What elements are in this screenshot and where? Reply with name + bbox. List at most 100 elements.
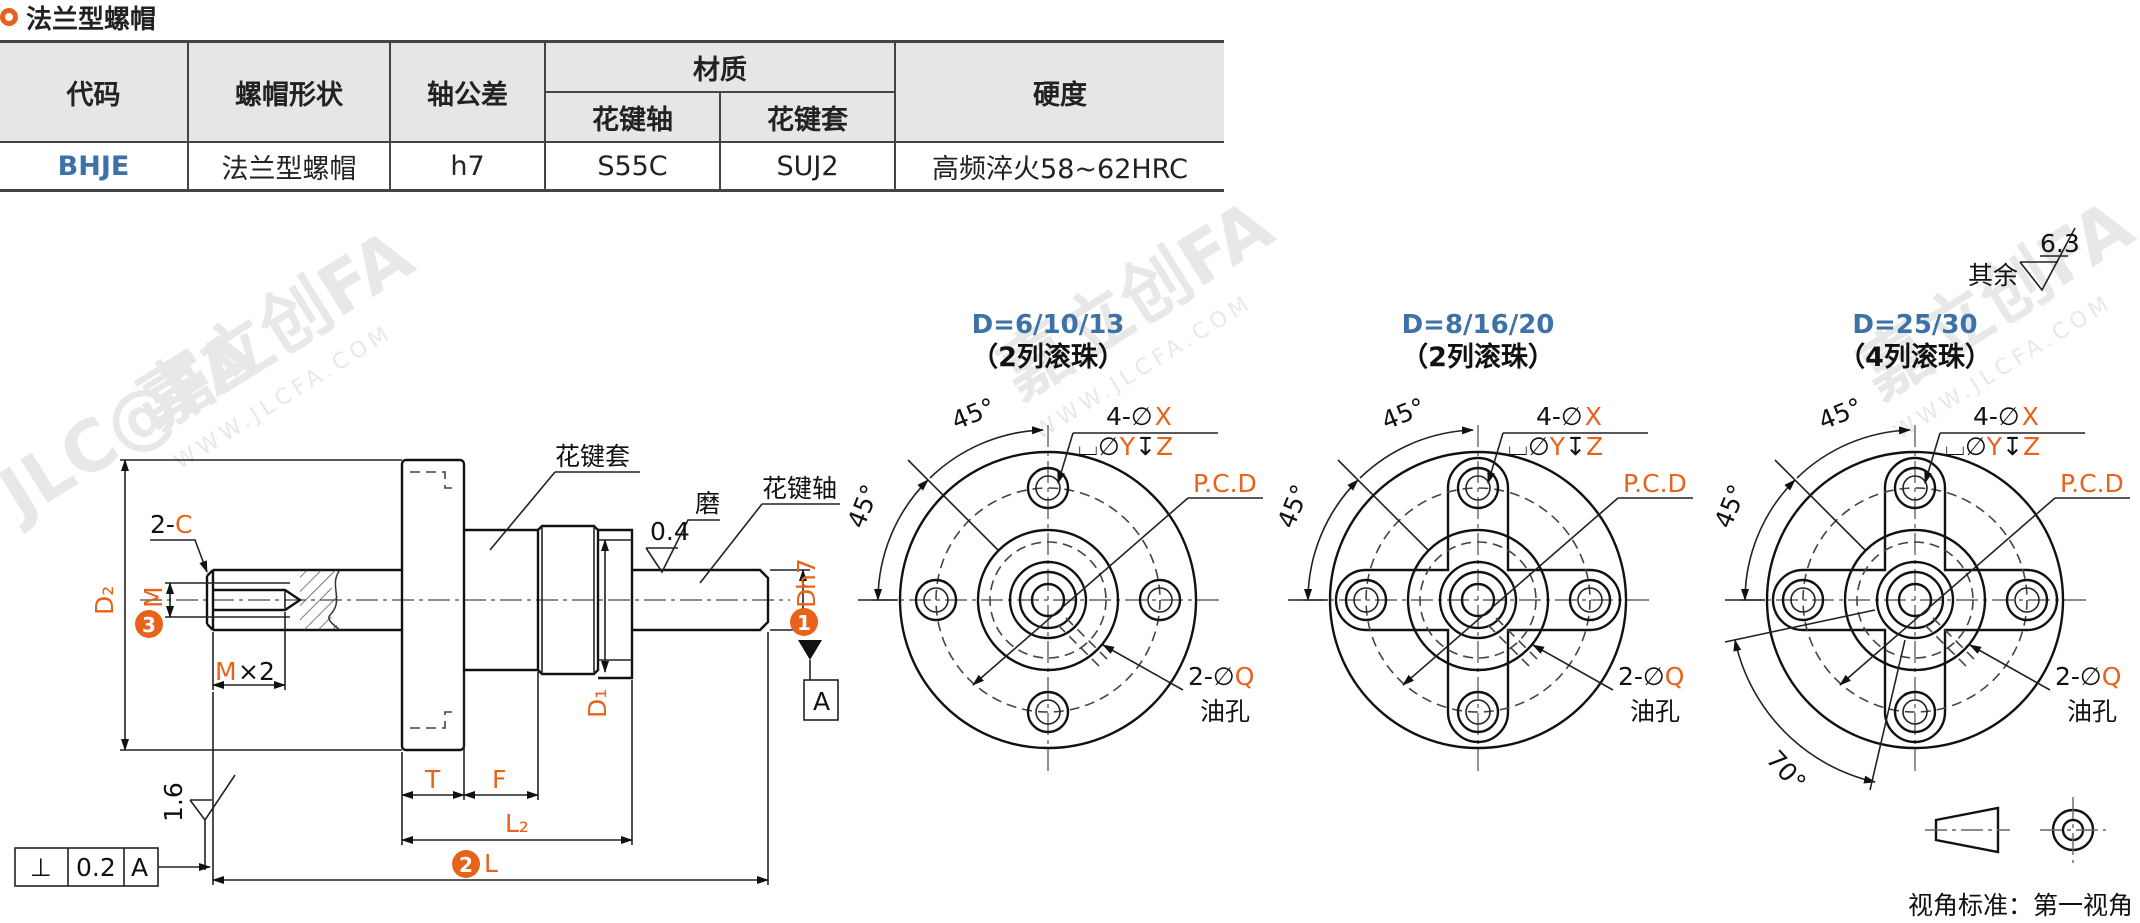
dim-f: F — [492, 765, 506, 794]
pcd-label: P.C.D — [2060, 469, 2124, 498]
cell-tolerance: h7 — [389, 141, 545, 192]
hub-circle — [976, 528, 1120, 672]
angle-70: 70° — [1761, 745, 1812, 797]
mounting-hole-icon — [1026, 690, 1070, 734]
counterbore-label: ⌴∅Y↧Z — [1078, 432, 1173, 461]
label-sleeve: 花键套 — [555, 442, 630, 471]
circle-bullet-icon — [0, 8, 18, 26]
shaft-core — [1897, 582, 1933, 618]
dim-d2: D₂ — [90, 586, 119, 615]
tolerance-value: 0.2 — [76, 853, 116, 882]
callout-2-text: 2 — [459, 853, 473, 877]
oil-hole-label: 2-∅Q — [1618, 662, 1684, 691]
cross-lobe-outline — [1771, 456, 2059, 744]
view-subtitle-1: （2列滚珠） — [971, 341, 1125, 373]
view-title-2: D=8/16/20 — [1402, 310, 1555, 340]
dim-d: D — [792, 589, 821, 608]
header-material-shaft: 花键轴 — [544, 91, 720, 142]
dim-l2: L₂ — [505, 809, 529, 838]
counterbore-label: ⌴∅Y↧Z — [1508, 432, 1603, 461]
projection-label: 视角标准：第一视角 — [1908, 891, 2133, 920]
perpendicular-icon: ⊥ — [30, 853, 52, 882]
cross-lobe-outline — [1334, 456, 1622, 744]
dim-m: M — [139, 586, 168, 608]
projection-symbol-icon — [1925, 797, 2106, 863]
view-subtitle-3: （4列滚珠） — [1838, 341, 1992, 373]
section-title: 法兰型螺帽 — [0, 0, 156, 35]
oil-hole-text: 油孔 — [1200, 697, 1250, 726]
header-material-sleeve: 花键套 — [719, 91, 895, 142]
mounting-hole-icon — [1568, 578, 1612, 622]
front-view-4row: 45° 45° 4-∅X⌴∅Y↧Z P.C.D 2-∅Q 油孔 70° — [1709, 392, 2130, 797]
roughness-grind: 0.4 — [650, 517, 690, 546]
angle-45-vertical: 45° — [842, 480, 885, 532]
view-title-3: D=25/30 — [1852, 310, 1977, 340]
chamfer-count: 2- — [150, 510, 175, 539]
pcd-circle — [1365, 487, 1591, 713]
header-material: 材质 — [544, 40, 895, 92]
angle-45-vertical: 45° — [1709, 480, 1752, 532]
counterbore-label: ⌴∅Y↧Z — [1945, 432, 2040, 461]
tolerance-frame: ⊥ 0.2 A — [14, 847, 211, 887]
mounting-hole-icon — [1456, 690, 1500, 734]
bore-outer — [1875, 560, 1955, 640]
header-shape: 螺帽形状 — [187, 40, 390, 142]
header-tolerance: 轴公差 — [389, 40, 545, 142]
mounting-hole-icon — [2005, 578, 2049, 622]
view-subtitle-2: （2列滚珠） — [1401, 341, 1555, 373]
header-hardness: 硬度 — [894, 40, 1224, 142]
holes-label: 4-∅X — [1536, 402, 1602, 431]
mounting-hole-icon — [1138, 578, 1182, 622]
oil-hole-text: 油孔 — [1630, 697, 1680, 726]
shaft-core — [1030, 582, 1066, 618]
label-shaft: 花键轴 — [762, 474, 837, 503]
bore-inner — [1448, 570, 1508, 630]
callout-3-icon — [135, 610, 163, 638]
cell-hardness: 高频淬火58~62HRC — [894, 141, 1224, 192]
angle-45-top: 45° — [1814, 392, 1866, 435]
oil-hole-label: 2-∅Q — [2055, 662, 2121, 691]
bore-outer — [1008, 560, 1088, 640]
mounting-hole-icon — [1893, 466, 1937, 510]
shaft-core — [1460, 582, 1496, 618]
chamfer-var: C — [175, 510, 192, 539]
mounting-hole-icon — [1893, 690, 1937, 734]
callout-2-icon — [452, 850, 480, 878]
callout-3-text: 3 — [142, 613, 156, 637]
roughness-rest: 其余 6.3 — [1968, 227, 2080, 292]
dim-l: L — [484, 849, 498, 878]
holes-label: 4-∅X — [1973, 402, 2039, 431]
pcd-label: P.C.D — [1623, 469, 1687, 498]
bore-inner — [1885, 570, 1945, 630]
header-code: 代码 — [0, 40, 188, 142]
cell-sleeve-material: SUJ2 — [719, 141, 895, 192]
pcd-circle — [1802, 487, 2028, 713]
roughness-face: 1.6 — [159, 782, 188, 822]
bore-inner — [1018, 570, 1078, 630]
spec-table: 代码 螺帽形状 轴公差 材质 硬度 花键轴 花键套 BHJE 法兰型螺帽 h7 … — [0, 40, 1224, 192]
label-grind: 磨 — [695, 489, 720, 518]
pcd-label: P.C.D — [1193, 469, 1257, 498]
dim-t: T — [424, 765, 441, 794]
dim-mx2-var: M — [215, 657, 237, 686]
dim-mx2-suffix: ×2 — [238, 657, 275, 686]
callout-1-icon — [790, 608, 818, 636]
holes-label: 4-∅X — [1106, 402, 1172, 431]
roughness-rest-value: 6.3 — [2040, 229, 2080, 258]
angle-45-vertical: 45° — [1272, 480, 1315, 532]
callout-1-text: 1 — [797, 611, 811, 635]
tolerance-datum: A — [131, 853, 148, 882]
oil-hole-text: 油孔 — [2067, 697, 2117, 726]
cell-shape: 法兰型螺帽 — [187, 141, 390, 192]
cell-shaft-material: S55C — [544, 141, 720, 192]
side-view: D₂ 3 M 2- C M ×2 花键套 花键轴 0.4 磨 D₁ — [14, 442, 840, 887]
angle-45-top: 45° — [947, 392, 999, 435]
mounting-hole-icon — [1026, 466, 1070, 510]
view-title-1: D=6/10/13 — [972, 310, 1125, 340]
mounting-hole-icon — [1456, 466, 1500, 510]
dim-dh7: h7 — [792, 558, 821, 590]
oil-hole-label: 2-∅Q — [1188, 662, 1254, 691]
roughness-rest-label: 其余 — [1968, 261, 2018, 290]
bore-outer — [1438, 560, 1518, 640]
